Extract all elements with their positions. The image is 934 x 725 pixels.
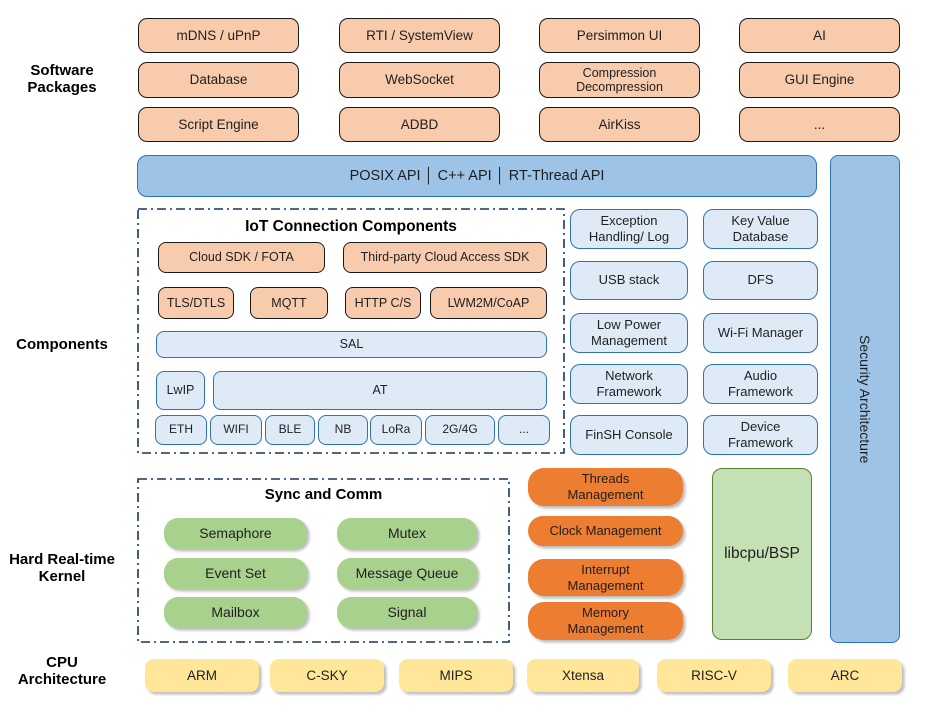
iot-link-wifi: WIFI: [210, 415, 262, 445]
package-compression: Compression Decompression: [539, 62, 700, 98]
label-hard-realtime-kernel: Hard Real-time Kernel: [9, 551, 115, 586]
iot-lwm2m-coap: LWM2M/CoAP: [430, 287, 547, 319]
package-more: ...: [739, 107, 900, 142]
iot-link-eth: ETH: [155, 415, 207, 445]
label-cpu-architecture: CPU Architecture: [17, 654, 107, 689]
package-adbd: ADBD: [339, 107, 500, 142]
package-ai: AI: [739, 18, 900, 53]
package-script-engine: Script Engine: [138, 107, 299, 142]
api-bar: POSIX API │ C++ API │ RT-Thread API: [137, 155, 817, 197]
kernel-semaphore: Semaphore: [164, 518, 307, 549]
package-gui-engine: GUI Engine: [739, 62, 900, 98]
package-websocket: WebSocket: [339, 62, 500, 98]
security-architecture-bar: Security Architecture: [830, 155, 900, 643]
iot-link-more: ...: [498, 415, 550, 445]
component-wifi-manager: Wi-Fi Manager: [703, 313, 818, 353]
package-database: Database: [138, 62, 299, 98]
libcpu-bsp: libcpu/BSP: [712, 468, 812, 640]
sync-and-comm-box: Sync and Comm: [137, 478, 510, 643]
kernel-memory-management: Memory Management: [528, 602, 683, 640]
component-device-framework: Device Framework: [703, 415, 818, 455]
sync-and-comm-title: Sync and Comm: [264, 486, 383, 503]
kernel-clock-management: Clock Management: [528, 516, 683, 546]
cpu-mips: MIPS: [399, 659, 513, 692]
component-audio-framework: Audio Framework: [703, 364, 818, 404]
component-usb-stack: USB stack: [570, 261, 688, 300]
component-low-power-management: Low Power Management: [570, 313, 688, 353]
dash-dot-border: [137, 208, 565, 454]
iot-link-ble: BLE: [265, 415, 315, 445]
iot-link-nb: NB: [318, 415, 368, 445]
iot-link-2g4g: 2G/4G: [425, 415, 495, 445]
dash-dot-border: [137, 478, 510, 643]
package-persimmon-ui: Persimmon UI: [539, 18, 700, 53]
kernel-signal: Signal: [337, 597, 477, 628]
iot-mqtt: MQTT: [250, 287, 328, 319]
cpu-arm: ARM: [145, 659, 259, 692]
iot-cloud-sdk-fota: Cloud SDK / FOTA: [158, 242, 325, 273]
label-components: Components: [16, 336, 108, 353]
iot-tls-dtls: TLS/DTLS: [158, 287, 234, 319]
iot-link-lora: LoRa: [370, 415, 422, 445]
kernel-mutex: Mutex: [337, 518, 477, 549]
iot-lwip: LwIP: [156, 371, 205, 410]
cpu-c-sky: C-SKY: [270, 659, 384, 692]
iot-thirdparty-cloud: Third-party Cloud Access SDK: [343, 242, 547, 273]
component-finsh-console: FinSH Console: [570, 415, 688, 455]
package-rti-systemview: RTI / SystemView: [339, 18, 500, 53]
package-airkiss: AirKiss: [539, 107, 700, 142]
cpu-xtensa: Xtensa: [527, 659, 639, 692]
component-key-value-database: Key Value Database: [703, 209, 818, 249]
iot-at: AT: [213, 371, 547, 410]
component-network-framework: Network Framework: [570, 364, 688, 404]
cpu-arc: ARC: [788, 659, 902, 692]
iot-sal: SAL: [156, 331, 547, 358]
component-exception-handling-log: Exception Handling/ Log: [570, 209, 688, 249]
component-dfs: DFS: [703, 261, 818, 300]
iot-connection-components-box: IoT Connection Components: [137, 208, 565, 454]
kernel-event-set: Event Set: [164, 558, 307, 589]
iot-components-title: IoT Connection Components: [245, 218, 457, 235]
kernel-interrupt-management: Interrupt Management: [528, 559, 683, 596]
label-software-packages: Software Packages: [27, 62, 97, 97]
package-mdns-upnp: mDNS / uPnP: [138, 18, 299, 53]
kernel-threads-management: Threads Management: [528, 468, 683, 506]
cpu-risc-v: RISC-V: [657, 659, 771, 692]
kernel-message-queue: Message Queue: [337, 558, 477, 589]
iot-http-cs: HTTP C/S: [345, 287, 421, 319]
kernel-mailbox: Mailbox: [164, 597, 307, 628]
